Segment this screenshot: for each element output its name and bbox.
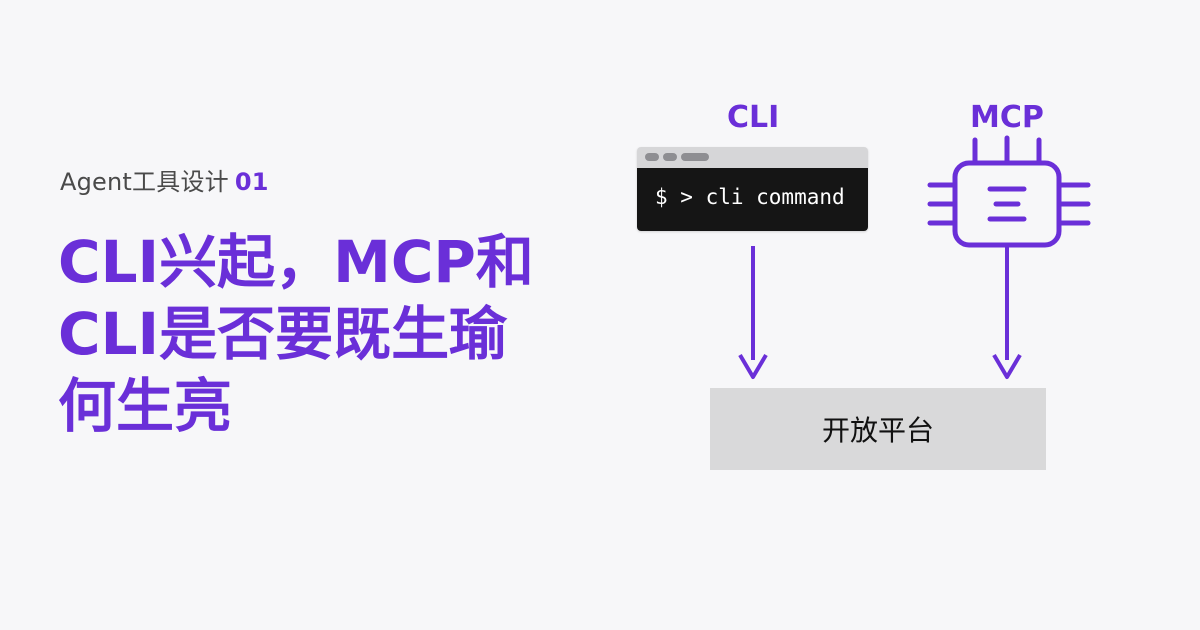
kicker-number: 01 (234, 168, 269, 196)
mcp-label: MCP (970, 100, 1044, 135)
terminal-window-icon: $ > cli command (637, 147, 868, 231)
kicker-label: Agent工具设计 (60, 168, 229, 196)
open-platform-box: 开放平台 (710, 388, 1046, 470)
window-dot-icon (663, 153, 677, 161)
cli-label: CLI (727, 100, 780, 135)
window-dot-icon (645, 153, 659, 161)
terminal-command: $ > cli command (637, 168, 868, 231)
mcp-to-platform-arrow (992, 246, 1022, 379)
chip-icon (927, 135, 1091, 248)
cli-to-platform-arrow (738, 246, 768, 379)
page-title: CLI兴起，MCP和 CLI是否要既生瑜 何生亮 (58, 226, 578, 442)
title-line-3: 何生亮 (58, 372, 233, 440)
title-line-1: CLI兴起，MCP和 (58, 228, 534, 296)
window-dot-icon (681, 153, 709, 161)
terminal-title-bar (637, 147, 868, 168)
platform-label: 开放平台 (821, 414, 934, 447)
title-line-2: CLI是否要既生瑜 (58, 300, 508, 368)
